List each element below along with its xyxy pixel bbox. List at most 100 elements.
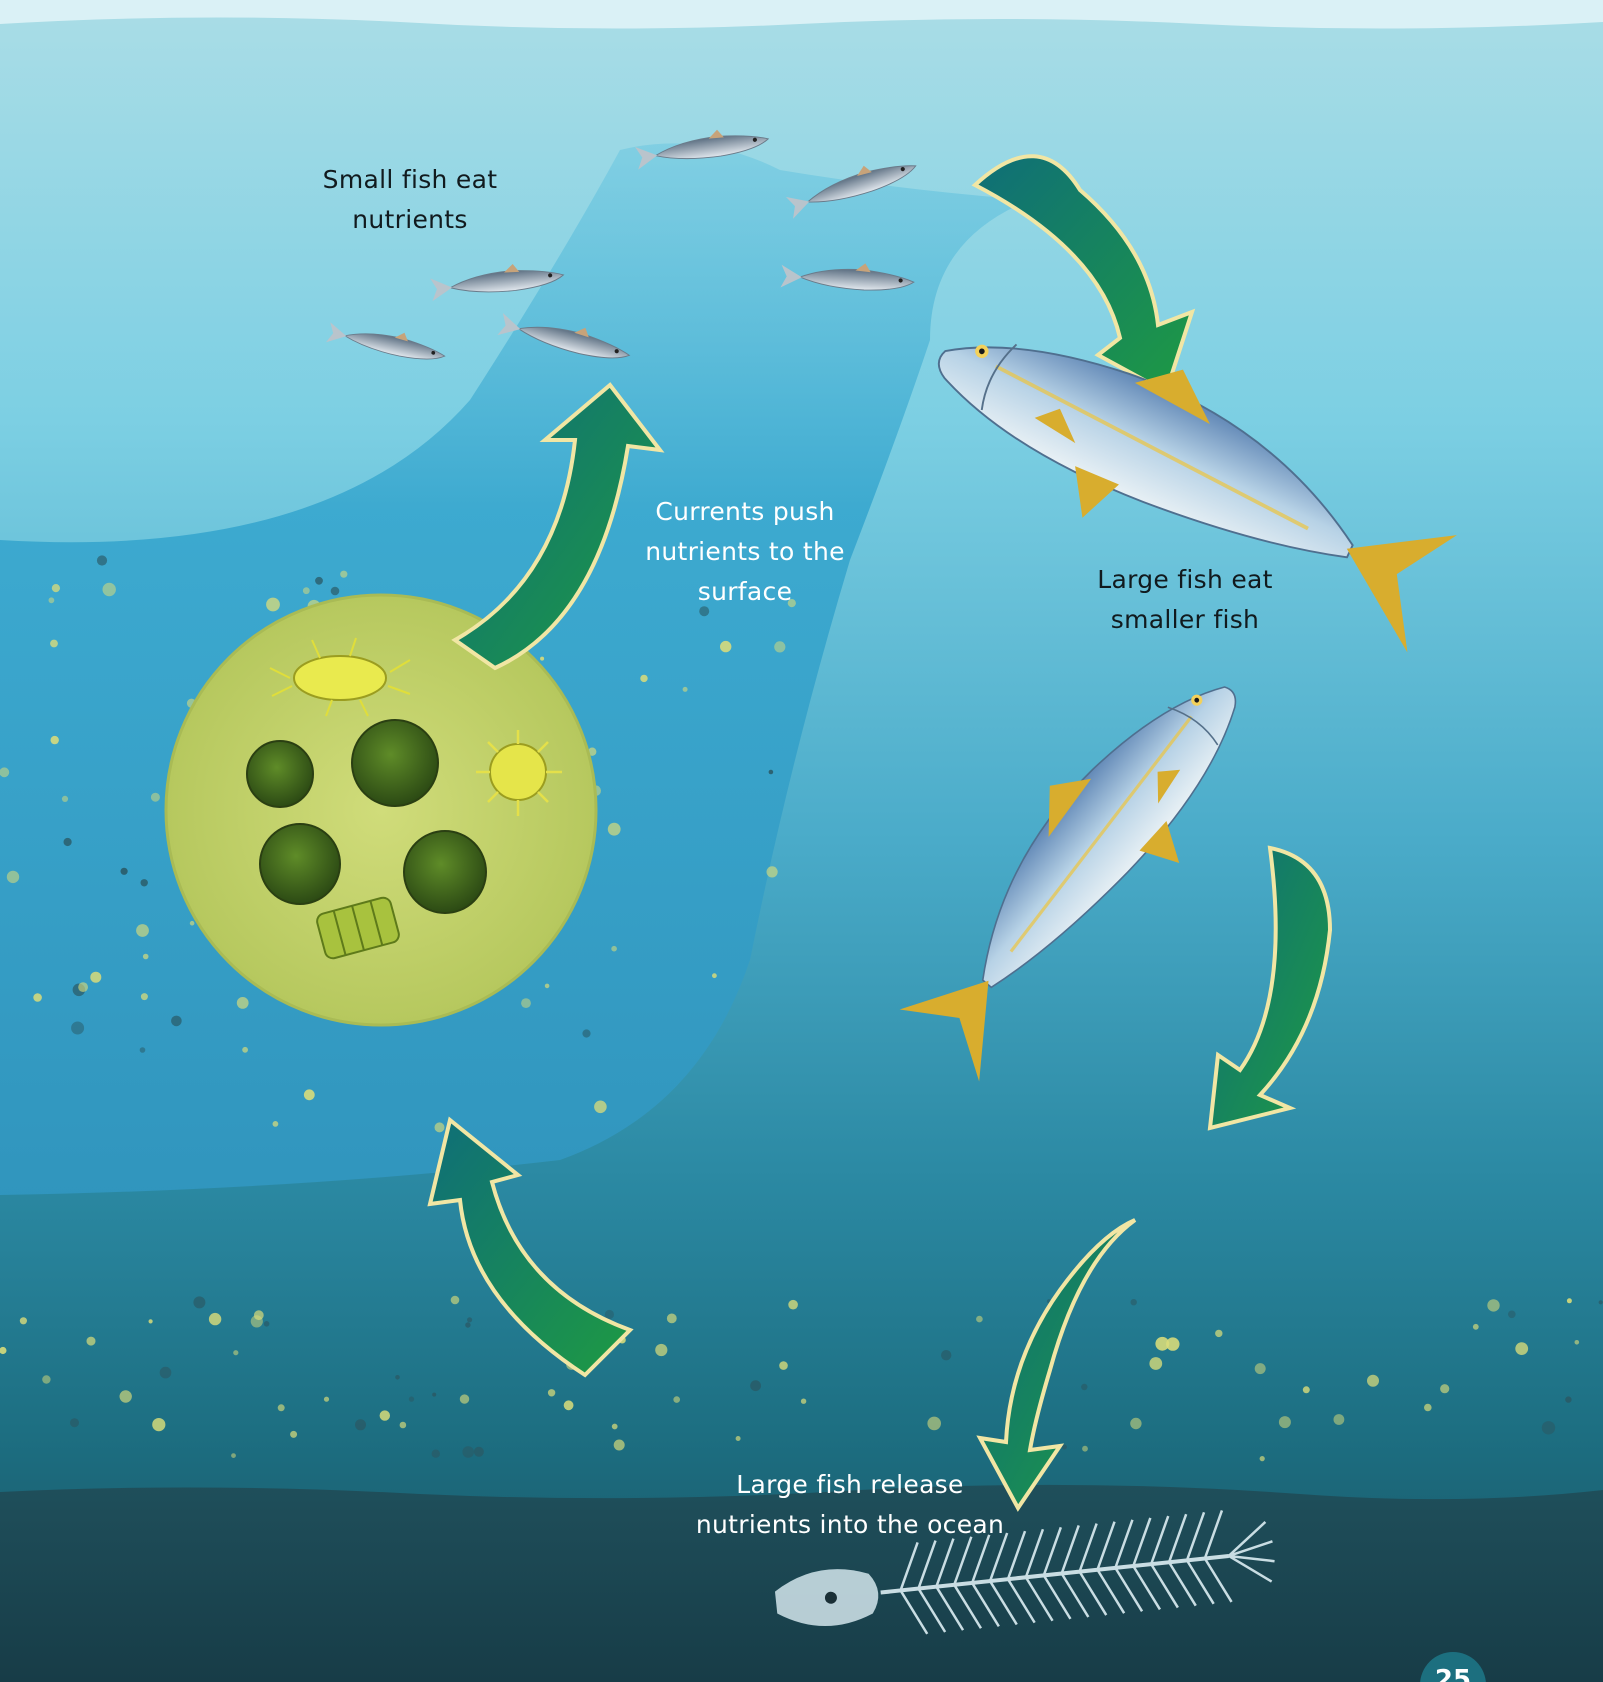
nutrient-speck — [564, 1400, 574, 1410]
nutrient-speck — [1575, 1340, 1580, 1345]
label-line: Large fish release — [680, 1465, 1020, 1505]
label-line: surface — [620, 572, 870, 612]
nutrient-speck — [49, 597, 55, 603]
nutrient-speck — [769, 770, 774, 775]
nutrient-speck — [1082, 1446, 1088, 1452]
nutrient-speck — [64, 838, 72, 846]
nutrient-speck — [1155, 1337, 1169, 1351]
nutrient-speck — [242, 1047, 248, 1053]
label-currents: Currents push nutrients to the surface — [620, 492, 870, 612]
label-small-fish: Small fish eat nutrients — [290, 160, 530, 240]
nutrient-speck — [712, 973, 717, 978]
nutrient-speck — [1260, 1456, 1265, 1461]
nutrient-speck — [605, 1310, 614, 1319]
nutrient-speck — [1440, 1384, 1449, 1393]
nutrient-speck — [1599, 1300, 1603, 1304]
nutrient-speck — [70, 1418, 79, 1427]
nutrient-speck — [1487, 1299, 1499, 1311]
nutrient-speck — [1334, 1414, 1345, 1425]
nutrient-speck — [273, 1121, 279, 1127]
nutrient-speck — [62, 796, 68, 802]
nutrient-speck — [1508, 1311, 1516, 1319]
nutrient-speck — [141, 993, 148, 1000]
nutrient-speck — [594, 1101, 607, 1114]
nutrient-speck — [927, 1417, 941, 1431]
nutrient-speck — [303, 587, 310, 594]
nutrient-speck — [103, 583, 116, 596]
nutrient-speck — [149, 1319, 153, 1323]
label-release: Large fish release nutrients into the oc… — [680, 1465, 1020, 1545]
label-line: nutrients into the ocean — [680, 1505, 1020, 1545]
nutrient-speck — [667, 1314, 677, 1324]
nutrient-speck — [720, 641, 731, 652]
nutrient-speck — [7, 871, 19, 883]
nutrient-speck — [683, 687, 688, 692]
nutrient-speck — [264, 1321, 270, 1327]
nutrient-speck — [779, 1361, 788, 1370]
phytoplankton-icon — [166, 595, 596, 1025]
nutrient-speck — [1149, 1357, 1162, 1370]
nutrient-speck — [540, 657, 544, 661]
nutrient-speck — [465, 1322, 470, 1327]
nutrient-speck — [52, 584, 60, 592]
nutrient-speck — [941, 1350, 951, 1360]
nutrient-speck — [435, 1122, 445, 1132]
nutrient-speck — [1424, 1404, 1432, 1412]
nutrient-speck — [190, 921, 195, 926]
nutrient-speck — [400, 1422, 407, 1429]
nutrient-speck — [121, 868, 128, 875]
nutrient-speck — [78, 982, 88, 992]
nutrient-speck — [1215, 1330, 1222, 1337]
nutrient-speck — [582, 1029, 590, 1037]
label-line: smaller fish — [1055, 600, 1315, 640]
nutrient-speck — [151, 793, 160, 802]
nutrient-speck — [233, 1350, 238, 1355]
nutrient-speck — [97, 555, 107, 565]
nutrient-speck — [432, 1393, 436, 1397]
nutrient-speck — [750, 1380, 761, 1391]
nutrient-speck — [1255, 1363, 1266, 1374]
nutrient-speck — [614, 1440, 625, 1451]
nutrient-speck — [788, 1300, 798, 1310]
nutrient-speck — [1542, 1421, 1555, 1434]
nutrient-speck — [193, 1296, 205, 1308]
nutrient-speck — [467, 1317, 472, 1322]
nutrient-speck — [380, 1410, 390, 1420]
nutrient-speck — [50, 640, 58, 648]
nutrient-speck — [767, 866, 778, 877]
nutrient-speck — [611, 946, 617, 952]
nutrient-speck — [1473, 1324, 1479, 1330]
nutrient-speck — [20, 1317, 27, 1324]
nutrient-speck — [140, 1047, 146, 1053]
label-line: nutrients to the — [620, 532, 870, 572]
nutrient-speck — [152, 1418, 165, 1431]
nutrient-speck — [51, 736, 59, 744]
nutrient-speck — [90, 972, 101, 983]
nutrient-speck — [1303, 1386, 1310, 1393]
nutrient-speck — [33, 993, 42, 1002]
nutrient-speck — [278, 1404, 285, 1411]
nutrient-speck — [640, 675, 647, 682]
nutrient-speck — [87, 1337, 96, 1346]
label-line: Large fish eat — [1055, 560, 1315, 600]
nutrient-speck — [548, 1389, 555, 1396]
nutrient-speck — [655, 1344, 667, 1356]
nutrient-speck — [340, 571, 347, 578]
nutrient-speck — [976, 1316, 983, 1323]
label-line: Currents push — [620, 492, 870, 532]
nutrient-speck — [136, 924, 149, 937]
nutrient-speck — [1279, 1416, 1291, 1428]
nutrient-speck — [237, 997, 249, 1009]
nutrient-speck — [160, 1367, 172, 1379]
nutrient-speck — [143, 954, 149, 960]
nutrient-speck — [209, 1313, 221, 1325]
nutrient-speck — [1081, 1384, 1087, 1390]
nutrient-speck — [1515, 1342, 1528, 1355]
nutrient-speck — [612, 1424, 618, 1430]
label-line: Small fish eat — [290, 160, 530, 200]
nutrient-speck — [71, 1022, 84, 1035]
nutrient-speck — [304, 1089, 315, 1100]
nutrient-speck — [1367, 1375, 1379, 1387]
nutrient-speck — [673, 1396, 680, 1403]
